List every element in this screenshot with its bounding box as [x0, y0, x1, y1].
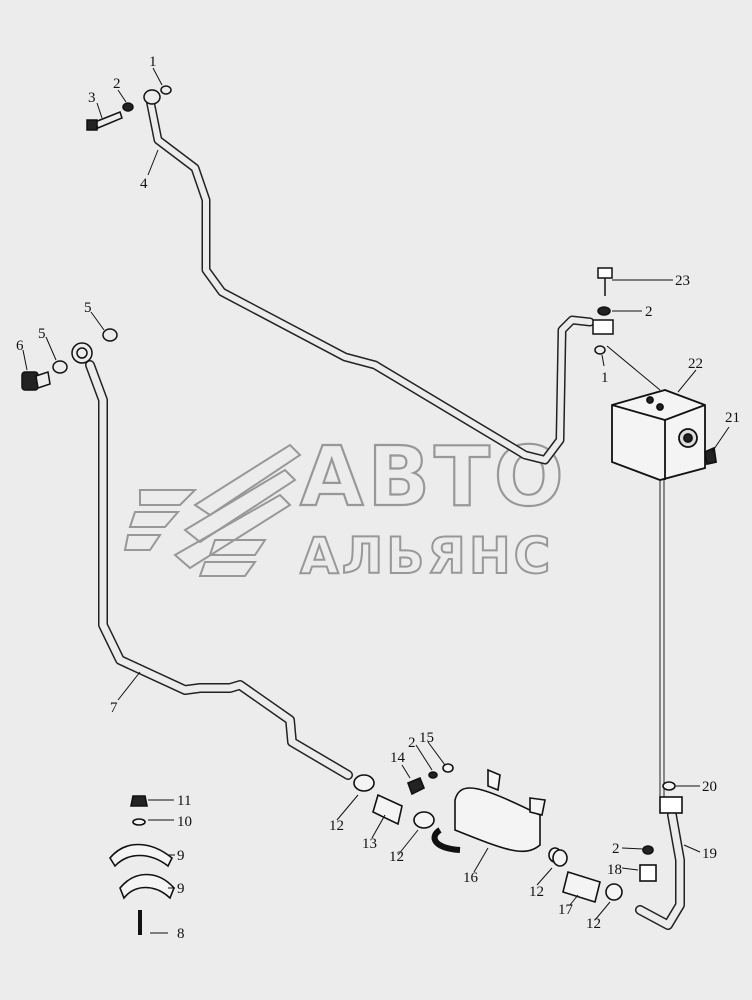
callout-label: 12 — [389, 849, 404, 865]
callout-label: 10 — [177, 814, 192, 830]
callout-labels: 1 2 3 4 5 5 6 7 8 9 9 10 11 12 12 12 12 … — [16, 54, 740, 942]
pipe-left-long — [85, 360, 353, 780]
callout-label: 18 — [607, 862, 622, 878]
watermark-line1: АВТО — [300, 430, 568, 525]
pipe-upper — [145, 95, 595, 465]
callout-label: 11 — [177, 793, 191, 809]
callout-label: 12 — [529, 884, 544, 900]
callout-label: 19 — [702, 846, 717, 862]
callout-label: 17 — [558, 902, 574, 918]
watermark-line2: АЛЬЯНС — [300, 527, 553, 585]
fitting-top-left — [86, 85, 172, 131]
callout-label: 4 — [140, 176, 148, 192]
callout-label: 2 — [113, 76, 121, 92]
watermark-emblem-icon — [123, 443, 302, 577]
callout-label: 21 — [725, 410, 740, 426]
watermark-logo: АВТО АЛЬЯНС — [123, 429, 568, 586]
callout-label: 22 — [688, 356, 703, 372]
filter-assembly — [353, 763, 568, 867]
callout-label: 9 — [177, 881, 185, 897]
callout-label: 20 — [702, 779, 717, 795]
pipe-right — [635, 480, 685, 930]
callout-label: 8 — [177, 926, 185, 942]
callout-label: 2 — [408, 735, 416, 751]
callout-label: 9 — [177, 848, 185, 864]
callout-label: 23 — [675, 273, 690, 289]
callout-label: 2 — [645, 304, 653, 320]
callout-label: 2 — [612, 841, 620, 857]
callout-label: 14 — [390, 750, 406, 766]
callout-label: 1 — [601, 370, 609, 386]
callout-label: 12 — [586, 916, 601, 932]
callout-label: 13 — [362, 836, 377, 852]
callout-label: 16 — [463, 870, 479, 886]
clamp-assembly — [109, 795, 175, 935]
callout-label: 5 — [84, 300, 92, 316]
fitting-left — [21, 328, 118, 391]
fitting-bottom-right — [562, 781, 683, 904]
hydraulic-pump — [611, 389, 718, 481]
fitting-pump-top — [592, 267, 614, 355]
leader-lines — [22, 67, 730, 934]
callout-label: 3 — [88, 90, 96, 106]
callout-label: 6 — [16, 338, 24, 354]
callout-label: 1 — [149, 54, 157, 70]
callout-label: 15 — [419, 730, 434, 746]
callout-label: 7 — [110, 700, 118, 716]
callout-label: 5 — [38, 326, 46, 342]
callout-label: 12 — [329, 818, 344, 834]
